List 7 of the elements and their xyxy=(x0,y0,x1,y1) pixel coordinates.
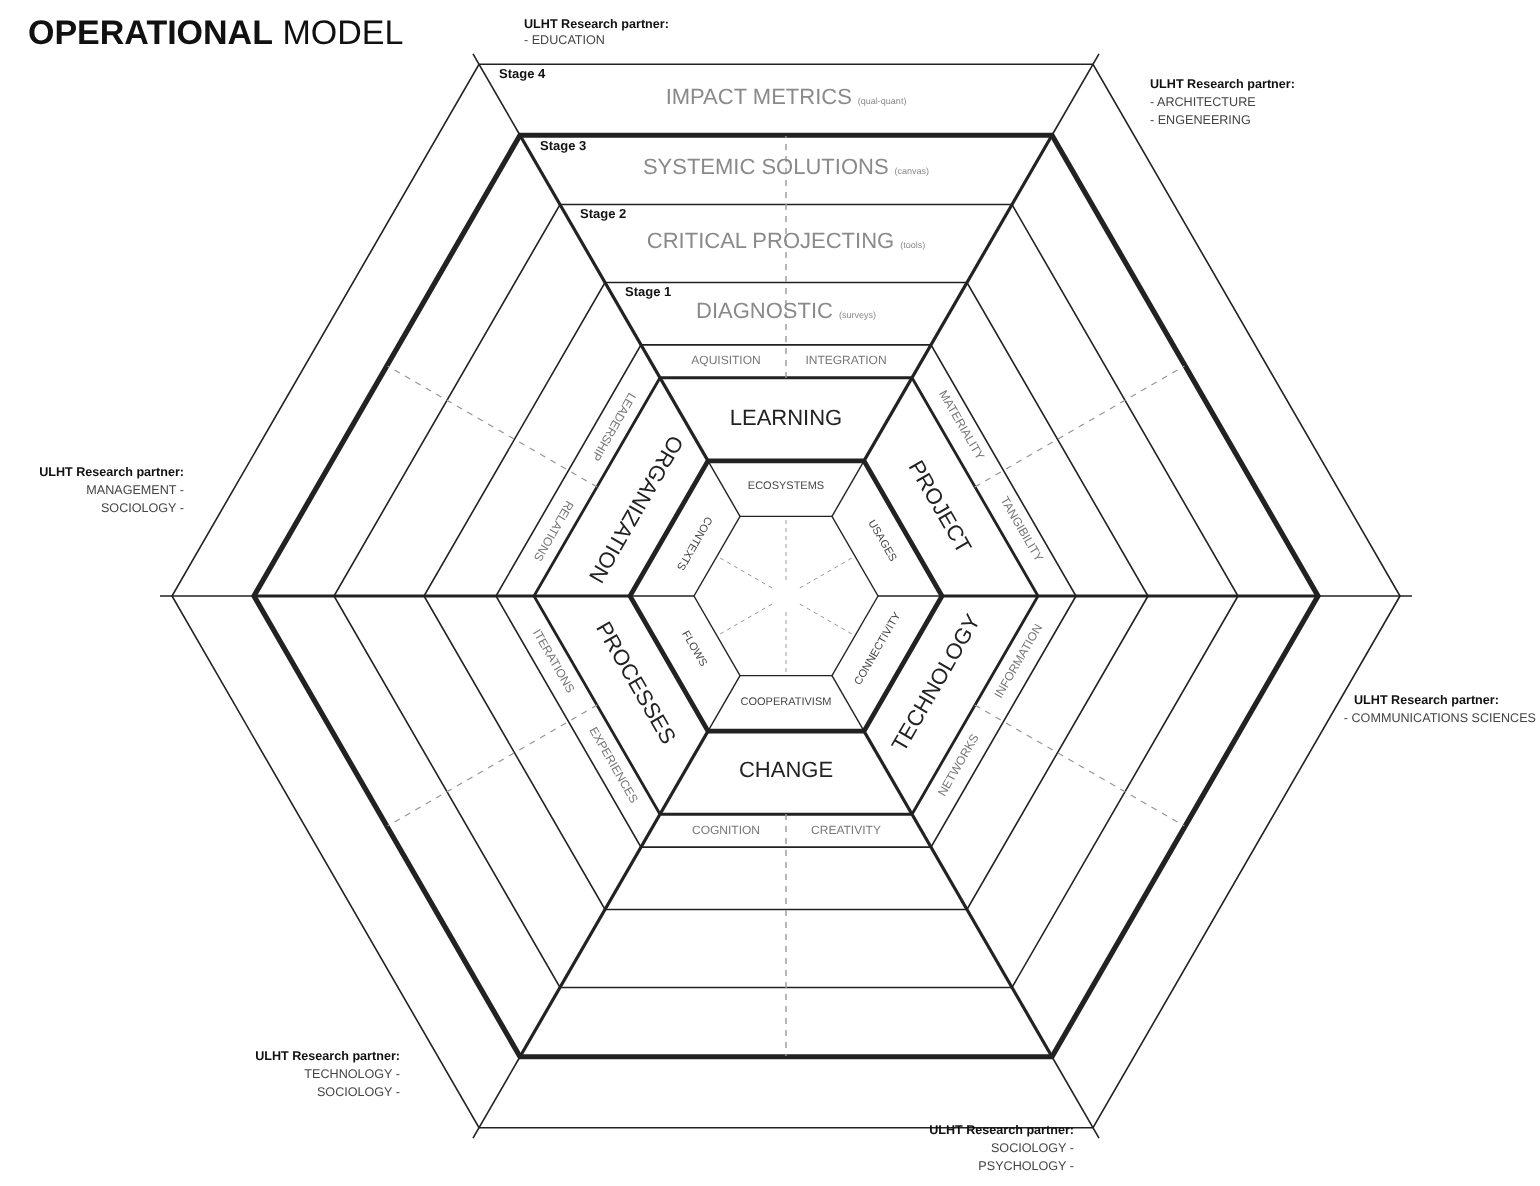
stage-title: CRITICAL PROJECTING xyxy=(646,231,895,254)
stage-title: DIAGNOSTIC xyxy=(696,301,833,324)
sector-label: LEARNING xyxy=(729,409,843,431)
stage-title: IMPACT METRICS xyxy=(665,87,852,110)
sector-label: CHANGE xyxy=(738,761,834,783)
stage-title: SYSTEMIC SOLUTIONS xyxy=(642,157,889,180)
title: OPERATIONAL MODEL xyxy=(28,16,404,54)
